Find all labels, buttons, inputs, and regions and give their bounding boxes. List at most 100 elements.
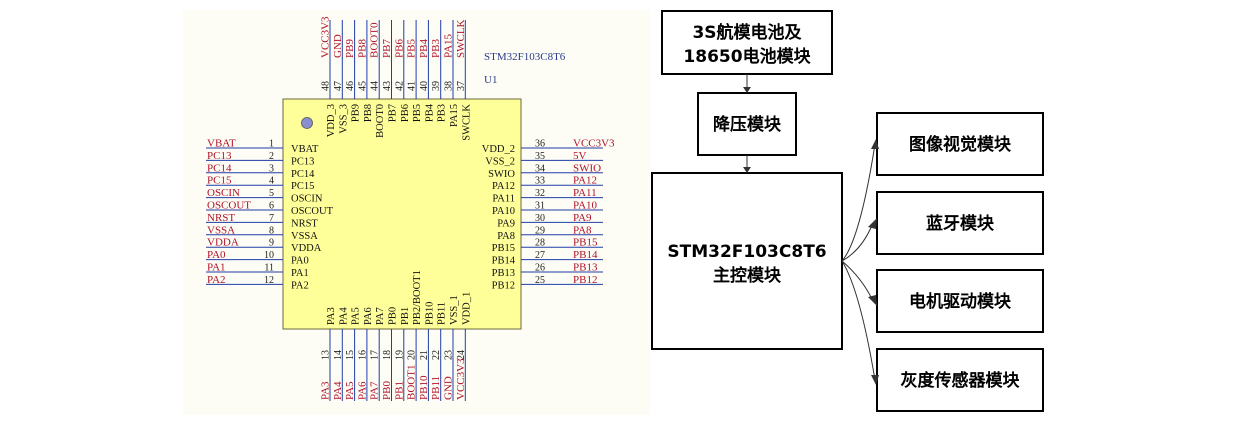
pin-name: PB14 [492,256,516,267]
pin-name: SWCLK [461,104,472,141]
pin-name: PB8 [363,104,374,122]
net-label: PA2 [207,274,226,286]
pin-name: PB7 [388,104,399,122]
net-label: PA9 [573,212,592,224]
net-label: PB7 [381,39,393,58]
pin-number: 17 [370,350,381,360]
net-label: BOOT1 [406,365,418,400]
pin-number: 31 [535,201,545,212]
pin-number: 37 [456,81,467,91]
pin-number: 15 [345,350,356,360]
net-label: PA4 [332,381,344,400]
net-label: PA11 [573,187,597,199]
net-label: PA8 [573,224,592,236]
pin-number: 25 [535,275,545,286]
net-label: PB1 [393,381,405,400]
net-label: BOOT0 [369,22,381,58]
part-number: STM32F103C8T6 [484,51,566,63]
pin-number: 30 [535,213,545,224]
controller-to-sensor-arrow [841,260,879,385]
pin-name: PA6 [363,307,374,325]
pin-name: PC13 [291,156,314,167]
pin-number: 5 [269,188,274,199]
battery-line2: 18650电池模块 [683,46,811,67]
net-label: PB0 [381,381,393,400]
pin-number: 40 [419,81,430,91]
pin1-marker [301,117,313,129]
net-label: VSSA [207,224,235,236]
pin-number: 4 [269,176,274,187]
net-label: GND [332,34,344,58]
pin-number: 38 [444,81,455,91]
net-label: PB15 [573,237,598,249]
pin-number: 33 [535,176,545,187]
pin-number: 3 [269,163,274,174]
pin-number: 46 [345,81,356,91]
pin-number: 11 [264,263,274,274]
net-label: PC14 [207,162,232,174]
net-label: PA0 [207,249,226,261]
pin-name: PB3 [437,104,448,122]
pin-name: PB0 [388,307,399,325]
pin-name: PA5 [351,307,362,325]
pin-number: 48 [321,81,332,91]
pin-name: VSS_1 [449,295,460,325]
pin-name: PA12 [492,181,515,192]
pin-number: 44 [370,81,381,91]
pin-number: 26 [535,263,545,274]
pin-number: 35 [535,151,545,162]
pin-number: 42 [394,81,405,91]
pin-number: 18 [382,350,393,360]
pin-name: OSCIN [291,194,323,205]
pin-name: PA1 [291,268,309,279]
controller-to-motor-arrow [841,260,877,306]
pin-name: PB12 [492,280,515,291]
net-label: PB5 [406,39,418,58]
net-label: PA5 [344,381,356,400]
pin-number: 9 [269,238,274,249]
pin-number: 45 [357,81,368,91]
controller-block: STM32F103C8T6 主控模块 [651,172,843,350]
net-label: PB4 [418,39,430,58]
pin-name: VDD_3 [326,104,337,137]
regulator-block: 降压模块 [697,92,797,156]
net-label: VCC3V3 [320,16,332,58]
net-label: VDDA [207,237,239,249]
pin-number: 39 [431,81,442,91]
pin-name: PB5 [412,104,423,122]
pin-name: PA7 [375,307,386,325]
net-label: NRST [207,212,235,224]
net-label: PB10 [418,375,430,400]
pin-number: 24 [456,350,467,360]
net-label: PC13 [207,150,232,162]
pin-name: VDDA [291,243,322,254]
pin-name: PB2/BOOT1 [412,270,423,325]
pin-number: 1 [269,139,274,150]
pin-number: 16 [357,350,368,360]
net-label: SWIO [573,162,601,174]
net-label: PA7 [369,381,381,400]
pin-name: PA4 [338,307,349,325]
net-label: OSCOUT [207,200,251,212]
pin-name: PA11 [492,194,515,205]
pin-name: PC14 [291,169,315,180]
bluetooth-module-label: 蓝牙模块 [926,213,995,234]
regulator-label: 降压模块 [713,114,782,135]
pin-name: PA8 [497,231,515,242]
pin-number: 36 [535,139,545,150]
pin-name: PA3 [326,307,337,325]
net-label: PB6 [393,39,405,58]
net-label: PB8 [356,39,368,58]
pin-name: VDD_1 [461,292,472,325]
pin-number: 19 [394,350,405,360]
net-label: PA6 [356,381,368,400]
pin-name: PA2 [291,280,309,291]
net-label: VCC3V3 [455,358,467,400]
pin-name: PB9 [351,104,362,122]
pin-name: PB11 [437,302,448,325]
pin-name: PB10 [424,302,435,325]
pin-name: SWIO [488,169,515,180]
net-label: GND [443,376,455,400]
vision-module-label: 图像视觉模块 [909,134,1012,155]
pin-number: 7 [269,213,274,224]
